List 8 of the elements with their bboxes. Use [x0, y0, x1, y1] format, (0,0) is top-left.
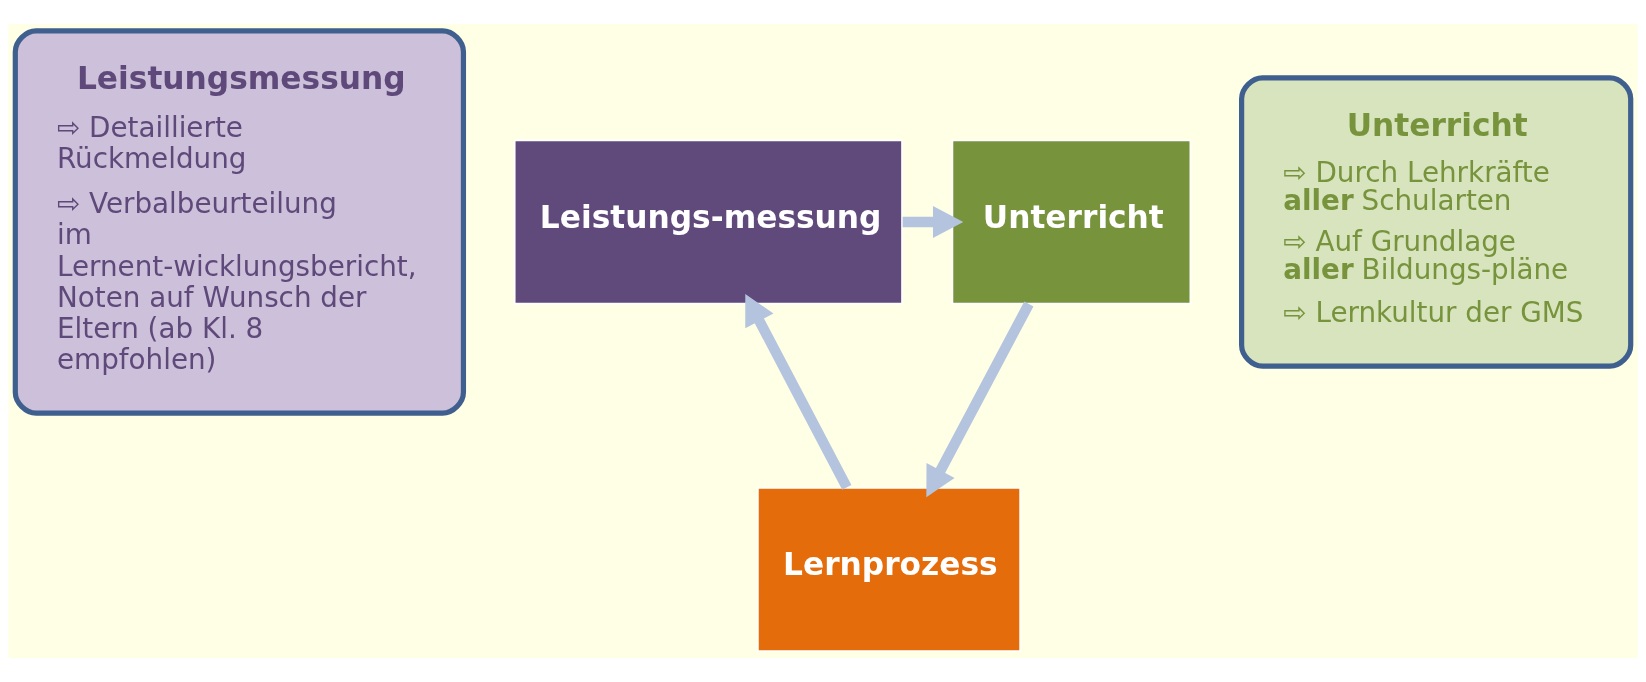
- node-box: Leistungsmessung ⇨ Detaillierte Rückmeldung ⇨ Verbalbeurteilung im Lernent-wicklungsbericht, Noten auf Wunsch der Eltern (ab Kl. 8 empfohlen): [12, 28, 467, 416]
- arrow: [745, 294, 852, 490]
- node-box: Unterricht: [951, 139, 1192, 305]
- arrow: [902, 206, 964, 238]
- arrow: [926, 301, 1034, 498]
- node-box: Unterricht ⇨ Durch Lehrkräfte aller Schularten ⇨ Auf Grundlage aller Bildungs-pläne ⇨ Lernkultur der GMS: [1239, 75, 1634, 369]
- node-box: Leistungs-messung: [513, 139, 903, 305]
- node-box: Lernprozess: [757, 486, 1021, 652]
